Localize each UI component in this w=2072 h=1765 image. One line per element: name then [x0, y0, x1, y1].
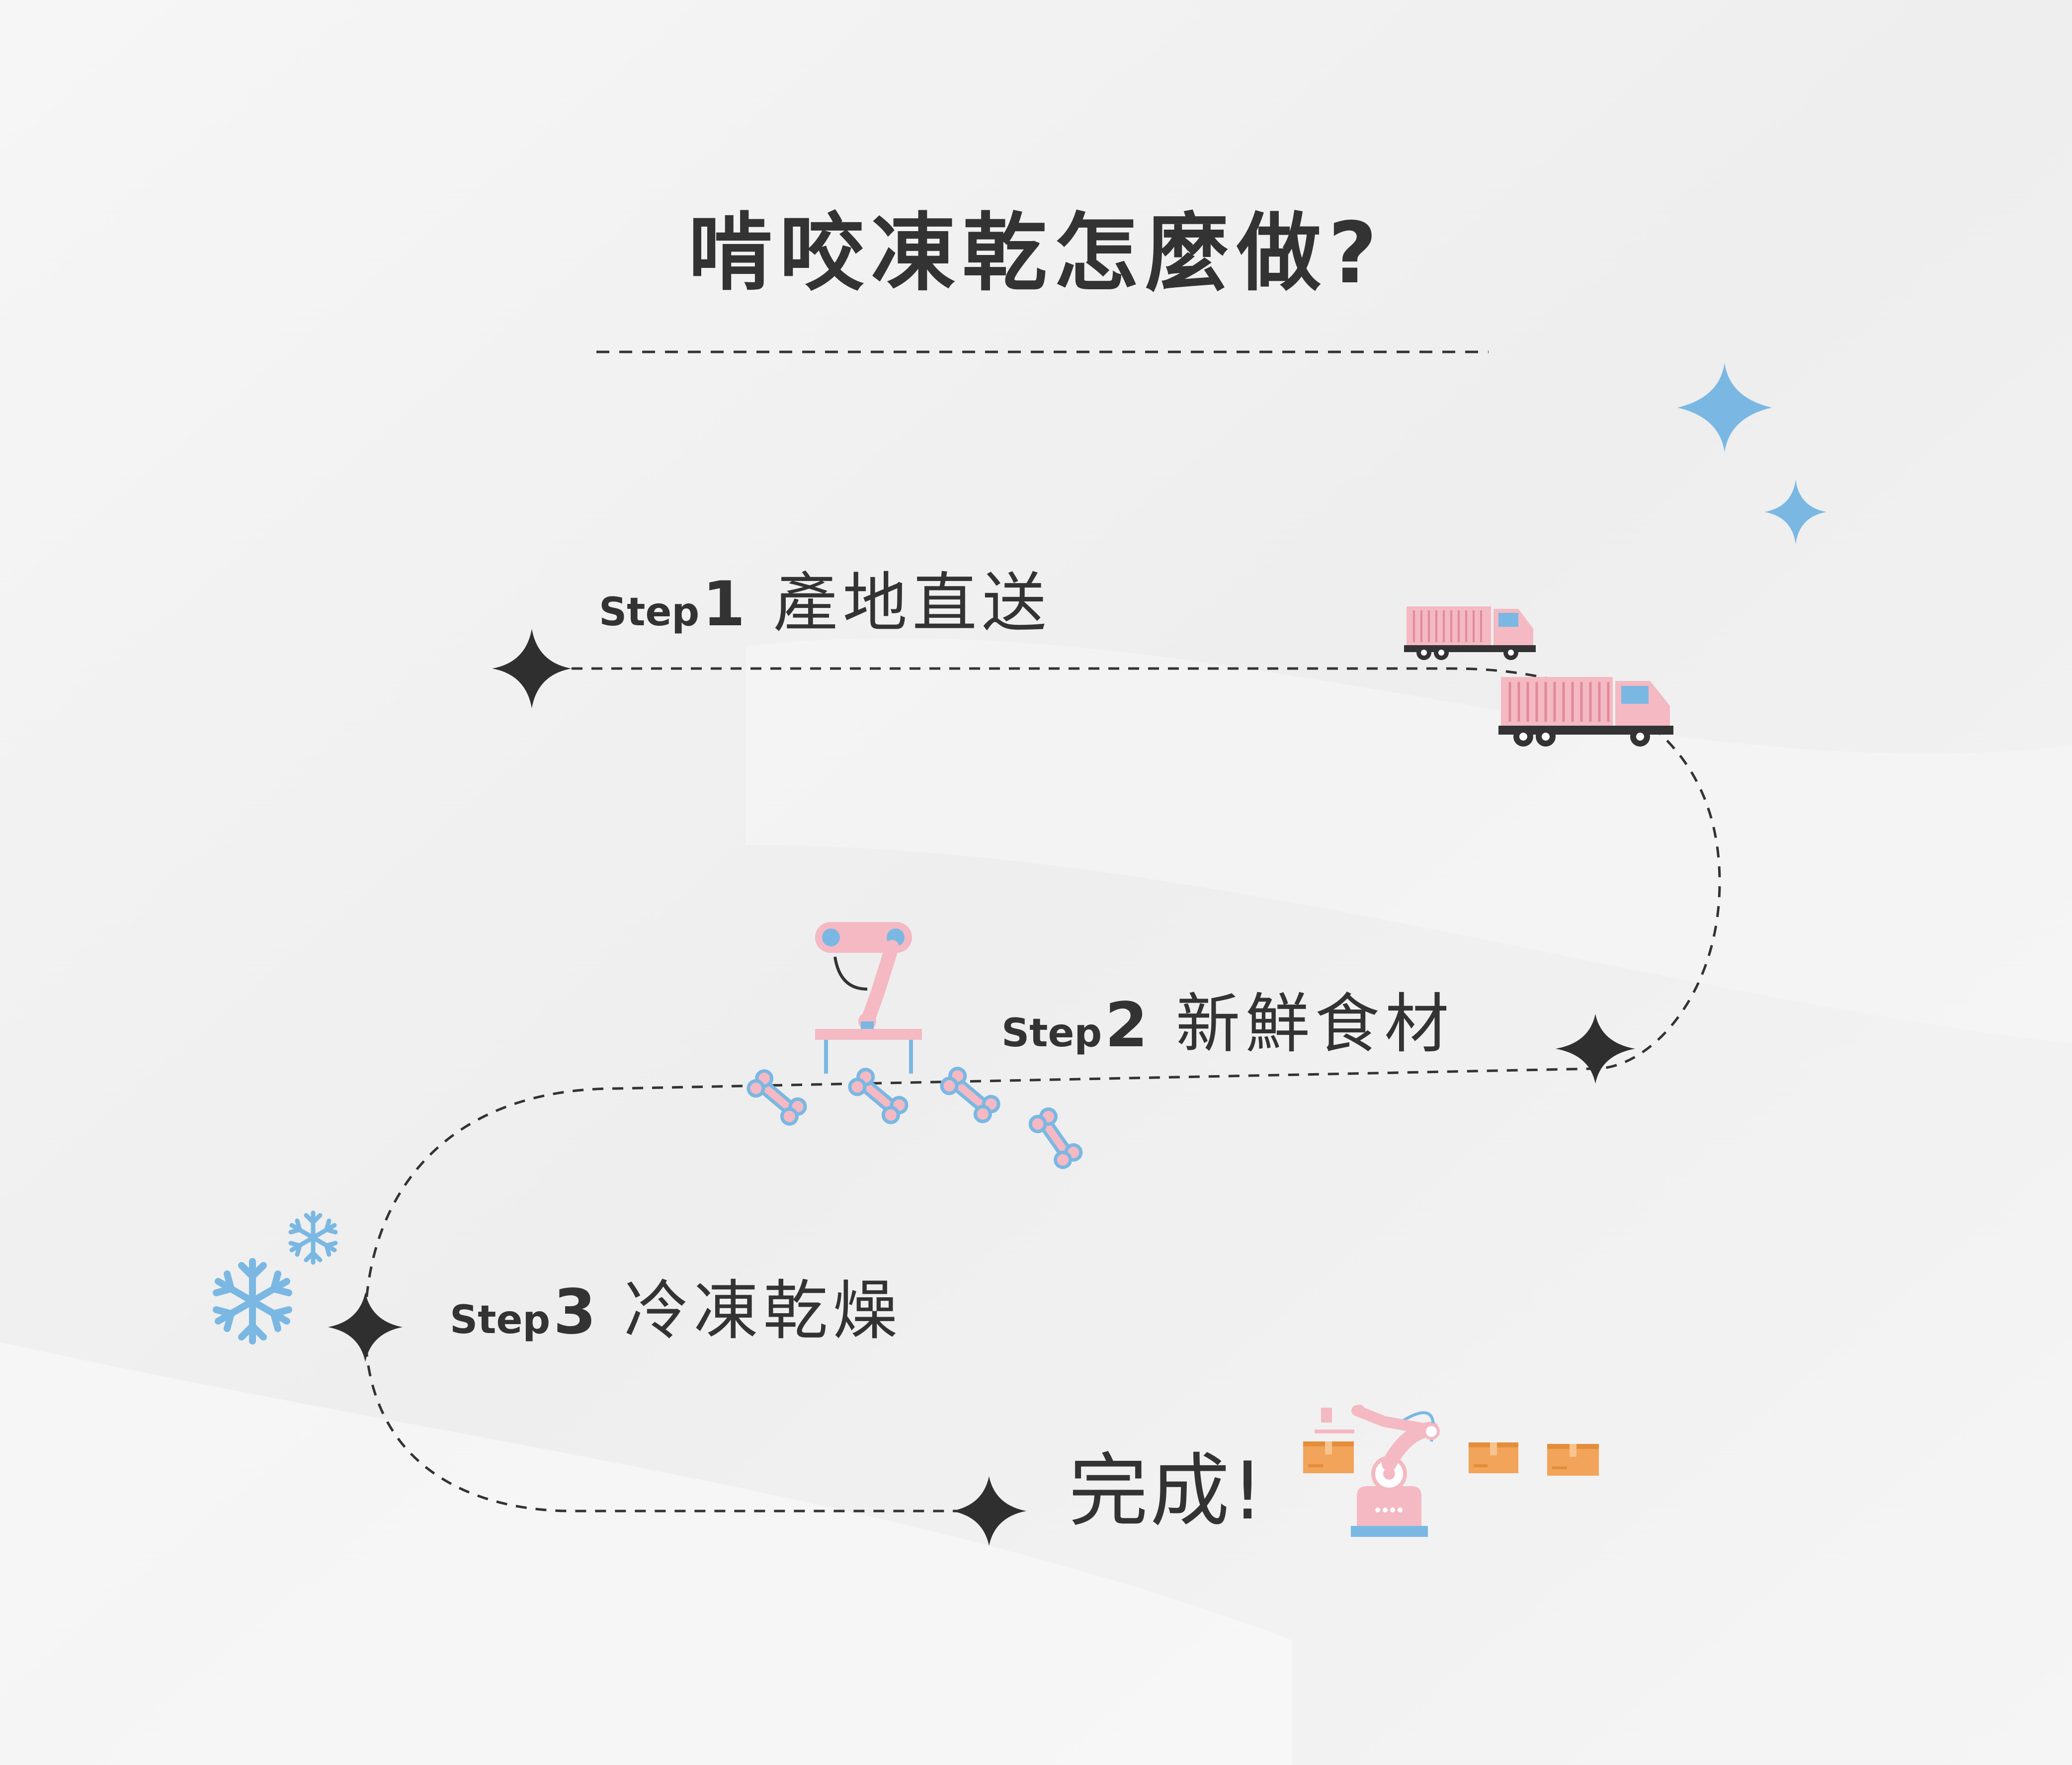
box-icon	[1547, 1444, 1599, 1476]
robot-arm-icon	[815, 922, 922, 1074]
step-2-heading: Step 2 新鮮食材	[1001, 992, 1454, 1056]
robot-arm-icon	[1315, 1405, 1440, 1537]
route-path	[364, 667, 1721, 1513]
page-title: 啃咬凍乾怎麼做?	[688, 204, 1384, 303]
bone-icon	[746, 1069, 807, 1126]
step-3-heading: Step 3 冷凍乾燥	[450, 1278, 903, 1343]
step-number: 2	[1105, 990, 1148, 1061]
box-icon	[1469, 1442, 1518, 1473]
snowflake-icon	[213, 1258, 292, 1345]
truck-icon	[1498, 677, 1673, 747]
finish-label: 完成!	[1069, 1444, 1266, 1537]
step-label: 產地直送	[773, 565, 1052, 641]
step-word: Step	[1001, 1011, 1102, 1056]
bone-icon	[940, 1067, 1000, 1123]
step-label: 冷凍乾燥	[624, 1273, 903, 1348]
diamond-marker-icon	[328, 1292, 403, 1362]
step-1-heading: Step 1 產地直送	[599, 571, 1052, 635]
sparkle-icon	[1677, 363, 1772, 452]
truck-icon	[1404, 606, 1536, 660]
sparkle-icon	[1764, 480, 1826, 544]
step-word: Step	[450, 1298, 551, 1343]
diamond-marker-icon	[492, 629, 572, 708]
diamond-marker-icon	[1556, 1014, 1635, 1084]
step-word: Step	[599, 590, 700, 635]
bone-icon	[1028, 1107, 1083, 1169]
step-label: 新鮮食材	[1175, 986, 1454, 1062]
box-icon	[1303, 1441, 1354, 1473]
step-number: 1	[702, 569, 746, 640]
diamond-marker-icon	[952, 1476, 1026, 1546]
bone-icon	[848, 1068, 909, 1124]
step-number: 3	[553, 1276, 596, 1348]
snowflake-icon	[288, 1210, 338, 1265]
